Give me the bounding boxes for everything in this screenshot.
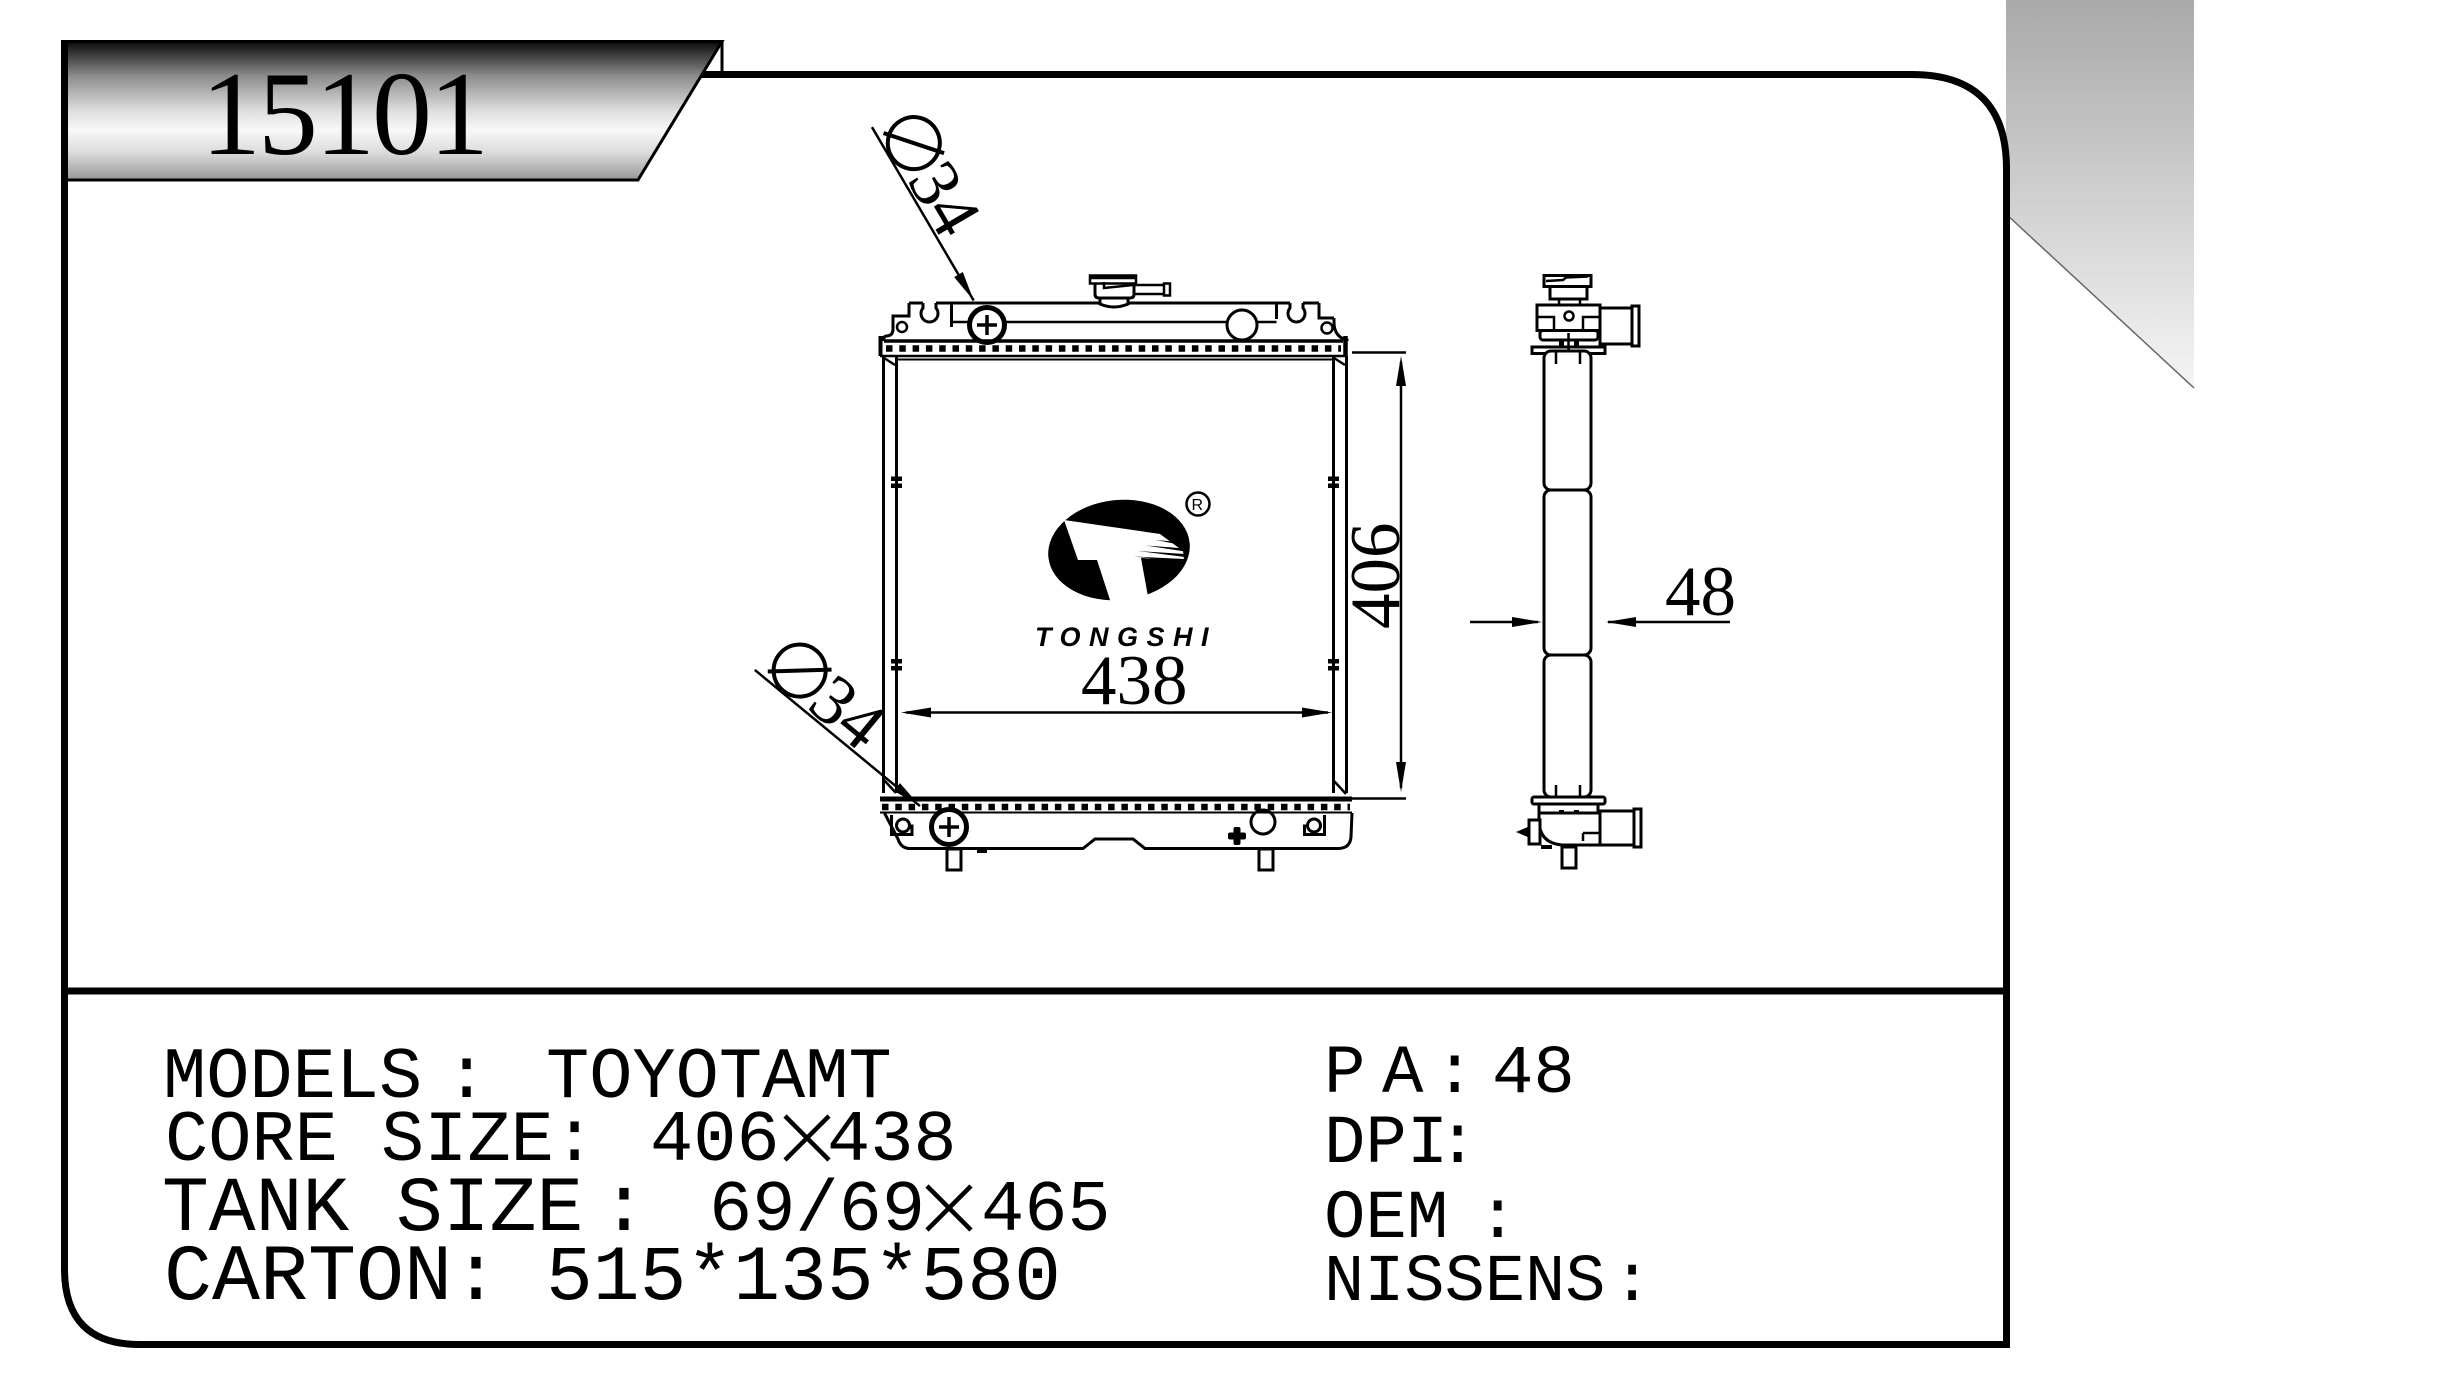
- svg-text::: :: [1612, 1245, 1652, 1321]
- svg-text:OEM: OEM: [1324, 1180, 1448, 1258]
- svg-text:515*135*580: 515*135*580: [546, 1235, 1061, 1323]
- svg-text:34: 34: [893, 149, 996, 250]
- svg-text:438: 438: [1081, 642, 1188, 720]
- svg-text:CORE SIZE: CORE SIZE: [165, 1100, 554, 1182]
- svg-text:406: 406: [1337, 523, 1415, 630]
- svg-text:406: 406: [650, 1100, 780, 1182]
- svg-text:TOYOTAMT: TOYOTAMT: [546, 1037, 892, 1119]
- svg-text::: :: [1434, 1035, 1475, 1113]
- svg-text:DPI: DPI: [1324, 1105, 1448, 1183]
- svg-text:48: 48: [1492, 1035, 1575, 1113]
- svg-text:48: 48: [1665, 553, 1736, 631]
- svg-text:69/69: 69/69: [709, 1170, 925, 1252]
- svg-text:A: A: [1382, 1035, 1424, 1113]
- svg-text:R: R: [1192, 497, 1204, 514]
- svg-text:CARTON: CARTON: [164, 1233, 452, 1324]
- svg-text:NISSENS: NISSENS: [1324, 1245, 1605, 1321]
- svg-text::: :: [1437, 1105, 1478, 1183]
- svg-text:15101: 15101: [201, 47, 486, 180]
- svg-text::: :: [600, 1164, 648, 1255]
- svg-text::: :: [1477, 1180, 1518, 1258]
- svg-text::: :: [553, 1100, 596, 1182]
- svg-text:P: P: [1324, 1035, 1365, 1113]
- svg-text::: :: [445, 1037, 488, 1119]
- svg-text:MODELS: MODELS: [163, 1037, 422, 1119]
- svg-text::: :: [452, 1233, 500, 1324]
- svg-text:465: 465: [981, 1170, 1111, 1252]
- svg-text:TONGSHI: TONGSHI: [1035, 622, 1217, 652]
- svg-text:TANK SIZE: TANK SIZE: [162, 1166, 583, 1254]
- svg-text:438: 438: [827, 1100, 957, 1182]
